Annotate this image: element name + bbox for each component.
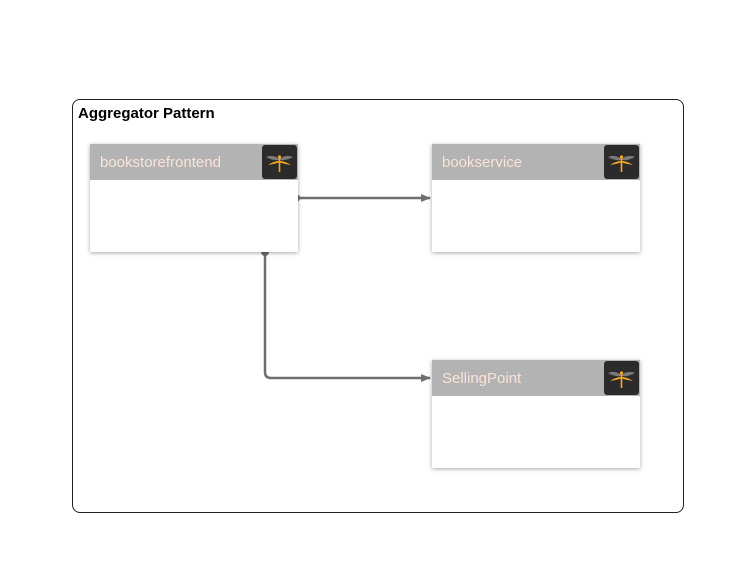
- aggregator-group: Aggregator Pattern: [72, 99, 684, 513]
- node-label: bookstorefrontend: [100, 154, 221, 171]
- node-sellingpoint[interactable]: SellingPoint: [432, 360, 640, 468]
- node-header: bookstorefrontend: [90, 144, 298, 180]
- node-bookservice[interactable]: bookservice: [432, 144, 640, 252]
- node-header: bookservice: [432, 144, 640, 180]
- dragonfly-icon: [604, 361, 639, 395]
- node-label: bookservice: [442, 154, 523, 171]
- dragonfly-icon: [262, 145, 297, 179]
- dragonfly-icon: [604, 145, 639, 179]
- group-title: Aggregator Pattern: [78, 105, 215, 122]
- node-header: SellingPoint: [432, 360, 640, 396]
- node-label: SellingPoint: [442, 370, 522, 387]
- node-bookstorefrontend[interactable]: bookstorefrontend: [90, 144, 298, 252]
